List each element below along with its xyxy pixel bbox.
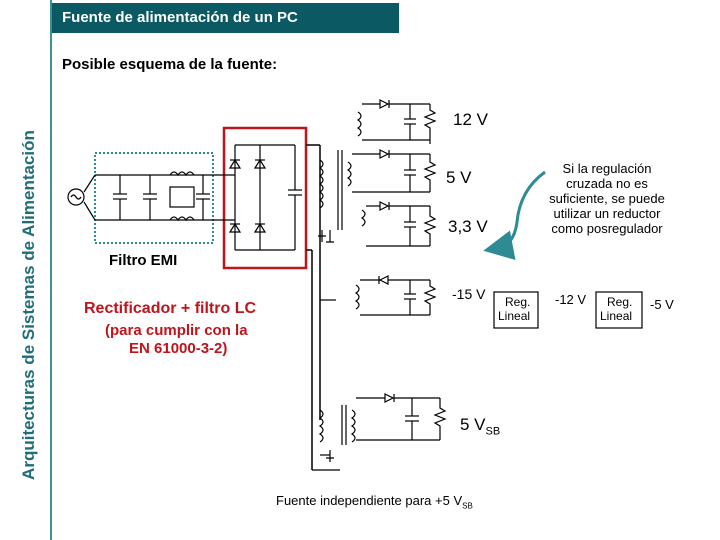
rectificador-note-2: EN 61000-3-2) xyxy=(129,340,228,357)
output-minus12v-label: -12 V xyxy=(555,292,587,307)
emi-filter-box xyxy=(94,152,214,244)
page-title: Fuente de alimentación de un PC xyxy=(62,9,298,26)
reg-lineal-1-box xyxy=(493,291,539,329)
secondary-5v xyxy=(346,149,437,193)
reg-lineal-1-line1: Reg. xyxy=(505,295,531,309)
title-bar: Fuente de alimentación de un PC xyxy=(52,3,399,33)
left-divider xyxy=(50,0,52,540)
output-minus15v-label: -15 V xyxy=(452,286,486,302)
reg-lineal-2-line2: Lineal xyxy=(600,309,633,323)
reg-lineal-2-box xyxy=(595,291,643,329)
ac-source-symbol xyxy=(67,174,96,221)
secondary-12v xyxy=(356,99,437,144)
reg-lineal-1-line2: Lineal xyxy=(498,309,531,323)
secondary-minus15v xyxy=(320,275,437,316)
output-3v3-label: 3,3 V xyxy=(448,217,488,236)
emi-filter-components xyxy=(95,171,213,222)
cross-regulation-note: Si la regulación cruzada no es suficient… xyxy=(549,161,665,236)
rectifier-bridge xyxy=(213,144,302,251)
rectificador-note-1: (para cumplir con la xyxy=(105,322,248,339)
subtitle: Posible esquema de la fuente: xyxy=(62,56,278,73)
main-transformer xyxy=(318,150,343,243)
post-regulator-arrow xyxy=(483,170,546,260)
filtro-emi-label: Filtro EMI xyxy=(109,252,178,269)
rectifier-box xyxy=(222,126,308,270)
reg-lineal-2-line1: Reg. xyxy=(607,295,633,309)
output-5v-label: 5 V xyxy=(446,168,472,187)
standby-converter xyxy=(312,393,447,471)
main-bus xyxy=(306,144,321,470)
rectificador-label: Rectificador + filtro LC xyxy=(84,300,257,317)
output-minus5v-label: -5 V xyxy=(650,297,674,312)
output-12v-label: 12 V xyxy=(453,110,488,129)
independent-source-label: Fuente independiente para +5 VSB xyxy=(276,493,473,511)
output-5vsb-label: 5 VSB xyxy=(460,415,501,438)
secondary-3v3 xyxy=(360,201,437,247)
